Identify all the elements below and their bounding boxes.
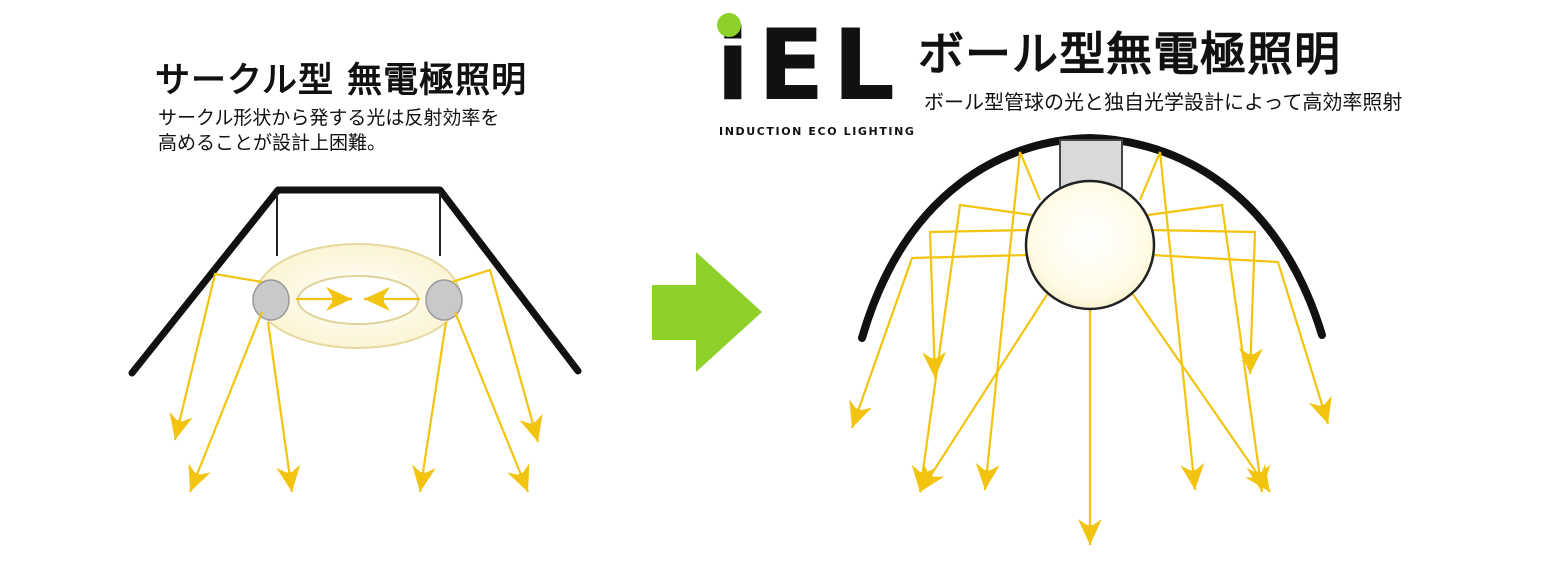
iel-logo-subtitle: INDUCTION ECO LIGHTING: [719, 125, 916, 138]
right-ray-7-arrowhead: [1238, 347, 1263, 374]
right-reflector: [858, 133, 1326, 342]
right-ray-9-arrowhead: [920, 463, 945, 492]
right-ray-1: [983, 151, 1042, 491]
right-ray-9: [919, 289, 1051, 493]
left-ray-6: [451, 268, 540, 443]
right-ray-6: [1147, 203, 1264, 493]
right-ray-3: [928, 228, 1031, 379]
right-ray-5-arrowhead: [1180, 462, 1205, 490]
right-light-rays: [849, 151, 1332, 545]
left-reflector: [128, 186, 582, 377]
right-ray-1-arrowhead: [975, 462, 1000, 490]
logo-dot-icon: [717, 13, 741, 37]
right-ray-10: [1129, 289, 1271, 493]
left-inner-ray-2-arrowhead: [364, 287, 390, 311]
left-ray-1-arrowhead: [169, 411, 193, 440]
ball-lamp-bulb: [1024, 179, 1156, 311]
left-ray-2-arrowhead: [188, 463, 211, 492]
right-ray-8: [1151, 253, 1330, 425]
right-ray-7: [1149, 228, 1257, 375]
left-inner-ray-1-arrowhead: [326, 287, 352, 311]
left-ray-5-arrowhead: [507, 463, 530, 492]
right-ray-4-arrowhead: [849, 399, 872, 428]
right-ray-8-arrowhead: [1308, 395, 1332, 424]
circle-lamp-description: サークル形状から発する光は反射効率を 高めることが設計上困難。: [158, 106, 499, 156]
left-ray-3: [266, 321, 294, 493]
left-ray-6-arrowhead: [519, 413, 543, 442]
ball-lamp-title: ボール型無電極照明: [918, 27, 1341, 81]
left-ray-2: [188, 311, 264, 493]
circle-lamp-title: サークル型 無電極照明: [155, 61, 528, 101]
circle-lamp-description-line-1: サークル形状から発する光は反射効率を: [158, 107, 500, 129]
left-ray-4-arrowhead: [412, 464, 436, 492]
right-ray-3-arrowhead: [922, 351, 947, 378]
right-ray-4: [850, 253, 1029, 429]
right-ray-5: [1138, 151, 1197, 491]
left-ray-4: [418, 321, 448, 493]
right-ray-2: [918, 203, 1033, 493]
left-ray-5: [453, 311, 530, 493]
right-ray-10-arrowhead: [1245, 463, 1270, 492]
circle-lamp-end-right: [425, 279, 463, 321]
circle-lamp-diagram: [128, 186, 582, 377]
ball-lamp-description: ボール型管球の光と独自光学設計によって高効率照射: [924, 90, 1403, 114]
transition-arrow-icon: [652, 252, 762, 372]
iel-logo: iEL: [716, 9, 903, 123]
circle-lamp-description-line-2: 高めることが設計上困難。: [158, 132, 387, 154]
left-ray-3-arrowhead: [276, 464, 301, 492]
right-ray-11-arrowhead: [1078, 519, 1102, 545]
left-light-rays: [169, 268, 543, 493]
circle-lamp-end-left: [252, 279, 290, 321]
left-ray-1: [173, 272, 263, 441]
